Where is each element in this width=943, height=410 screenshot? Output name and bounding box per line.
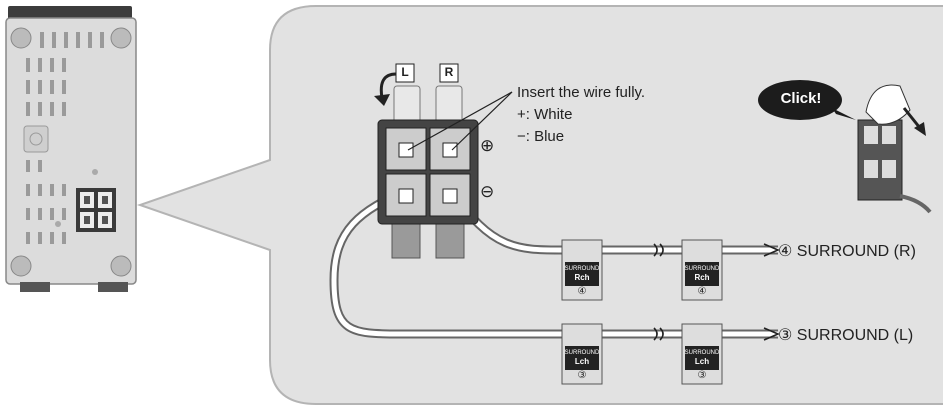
cable-surround-l (329, 185, 778, 339)
click-label: Click! (780, 90, 822, 107)
cable-label-surround-l: ③ SURROUND (L) (778, 327, 914, 344)
cable-tag-r-1 (561, 239, 603, 301)
cable-tag-r-2 (681, 239, 723, 301)
click-bubble (758, 80, 856, 120)
terminal-label-right: R (444, 65, 454, 79)
cable-label-surround-r: ④ SURROUND (R) (778, 243, 916, 260)
tag-l-1-num: ③ (577, 370, 587, 381)
cable-tag-l-2 (681, 323, 723, 385)
callout-plus-line: +: White (517, 106, 573, 123)
speaker-terminal-large (377, 85, 479, 259)
tag-r-1-num: ④ (577, 286, 587, 297)
finger-press-icon (857, 84, 932, 214)
speaker-terminal-small (76, 188, 116, 232)
callout-heading: Insert the wire fully. (517, 84, 646, 101)
magnified-panel (136, 5, 943, 405)
callout-minus-line: −: Blue (517, 128, 565, 145)
speaker-rear-view (5, 6, 137, 292)
polarity-plus: ⊕ (480, 136, 495, 155)
terminal-label-left: L (401, 65, 409, 79)
press-arrow-icon (902, 107, 926, 136)
rotate-arrow-icon (374, 72, 397, 106)
polarity-minus: ⊖ (480, 182, 495, 201)
tag-r-2-num: ④ (697, 286, 707, 297)
cable-tag-l-1 (561, 323, 603, 385)
tag-l-2-num: ③ (697, 370, 707, 381)
